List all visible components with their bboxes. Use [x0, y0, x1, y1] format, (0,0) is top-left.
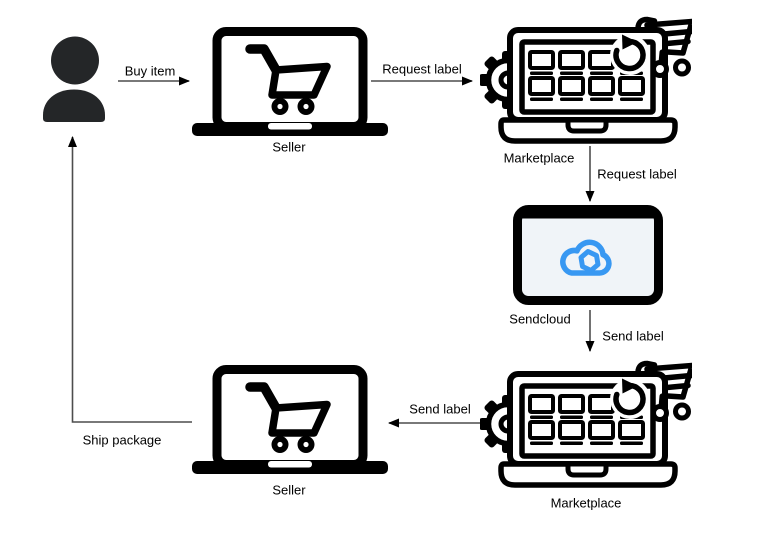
node-label-seller-top: Seller [272, 139, 306, 155]
node-label-marketplace-bottom: Marketplace [550, 495, 622, 511]
edge-label-buy-item: Buy item [124, 63, 176, 79]
cloud-tablet-icon [513, 205, 663, 305]
tablet-screen [513, 205, 663, 305]
arrow-ship-package [68, 136, 192, 423]
node-marketplace-bottom [480, 352, 692, 492]
node-label-sendcloud: Sendcloud [509, 311, 571, 327]
node-sendcloud [513, 205, 663, 305]
edge-label-send-label-down: Send label [602, 328, 664, 344]
edge-label-ship-package: Ship package [82, 432, 162, 448]
node-seller-top [192, 27, 388, 137]
edge-label-send-label-left: Send label [409, 401, 471, 417]
edge-label-request-label-top: Request label [382, 61, 462, 77]
tablet-top-bezel [521, 211, 655, 219]
seller-laptop-icon [192, 370, 388, 475]
node-label-marketplace-top: Marketplace [503, 150, 575, 166]
marketplace-icon [480, 364, 692, 486]
sendcloud-cloud-icon [560, 239, 612, 276]
node-buyer [40, 34, 108, 124]
node-marketplace-top [480, 8, 692, 148]
seller-laptop-icon [192, 32, 388, 137]
edge-label-request-label-down: Request label [597, 166, 677, 182]
marketplace-icon [480, 20, 692, 142]
person-icon [43, 36, 105, 122]
node-label-seller-bottom: Seller [272, 482, 306, 498]
node-seller-bottom [192, 365, 388, 475]
